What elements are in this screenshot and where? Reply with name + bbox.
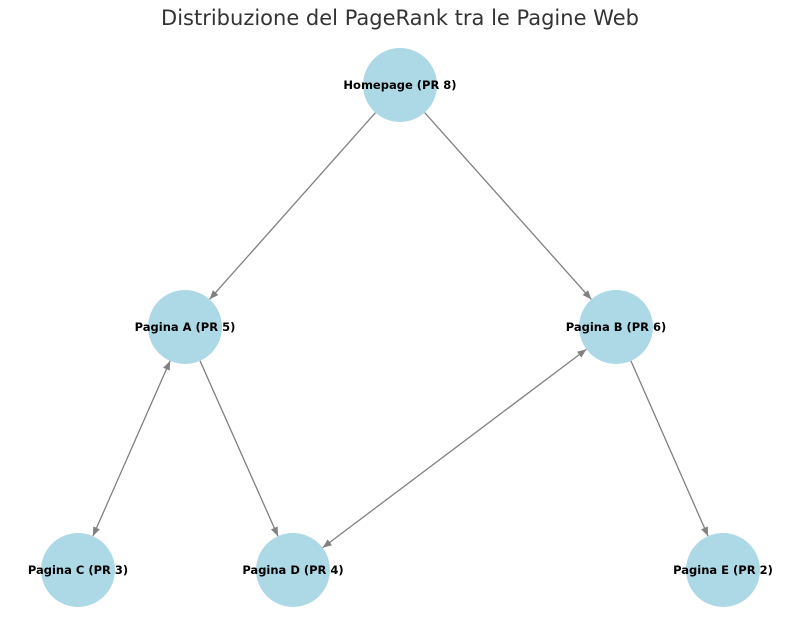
edge-home-b [424, 112, 592, 300]
node-a: Pagina A (PR 5) [135, 290, 236, 364]
node-circle [148, 290, 222, 364]
node-label: Pagina E (PR 2) [673, 563, 773, 577]
node-label: Pagina D (PR 4) [242, 563, 343, 577]
diagram-title: Distribuzione del PageRank tra le Pagine… [161, 6, 639, 30]
node-d: Pagina D (PR 4) [242, 533, 344, 607]
node-label: Pagina A (PR 5) [135, 320, 236, 334]
node-circle [41, 533, 115, 607]
edge-b-e [630, 360, 709, 537]
node-b: Pagina B (PR 6) [566, 290, 667, 364]
node-home: Homepage (PR 8) [343, 48, 457, 122]
node-circle [363, 48, 437, 122]
edge-b-d [322, 348, 587, 549]
node-circle [686, 533, 760, 607]
node-label: Pagina C (PR 3) [28, 563, 128, 577]
node-e: Pagina E (PR 2) [673, 533, 773, 607]
node-circle [579, 290, 653, 364]
node-c: Pagina C (PR 3) [28, 533, 128, 607]
edge-a-c [92, 360, 171, 537]
node-label: Homepage (PR 8) [343, 78, 456, 92]
node-label: Pagina B (PR 6) [566, 320, 667, 334]
edge-home-a [209, 112, 376, 300]
node-circle [256, 533, 330, 607]
edge-a-d [199, 360, 279, 537]
